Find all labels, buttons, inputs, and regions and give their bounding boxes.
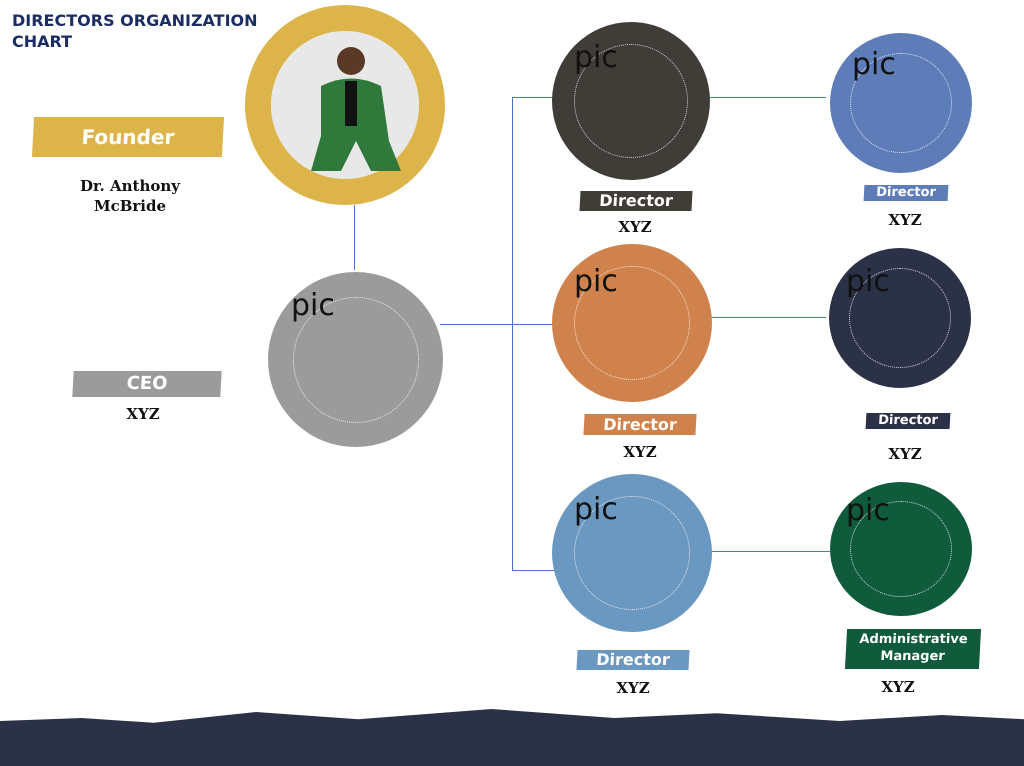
founder-portrait-image — [271, 31, 419, 179]
connector-director-4 — [708, 97, 826, 98]
founder-label: Founder — [31, 117, 225, 157]
founder-name-line-2: McBride — [93, 197, 167, 215]
director-2-name: XYZ — [623, 443, 657, 461]
director-5-pic-text: pic — [846, 264, 890, 299]
director-2-label: Director — [583, 414, 697, 435]
ceo-name: XYZ — [126, 405, 160, 423]
director-2-photo-placeholder — [552, 244, 712, 402]
admin-manager-label: Administrative Manager — [844, 629, 982, 669]
ceo-photo-placeholder — [268, 272, 443, 447]
connector-admin-manager — [712, 551, 830, 552]
connector-director-3 — [512, 570, 557, 571]
director-3-label: Director — [576, 650, 690, 670]
founder-name-line-1: Dr. Anthony — [80, 177, 180, 195]
footer-brush-band — [0, 709, 1024, 766]
page-title: DIRECTORS ORGANIZATION CHART — [12, 10, 258, 52]
connector-director-2 — [512, 324, 557, 325]
director-5-photo-placeholder — [829, 248, 971, 388]
director-4-name: XYZ — [888, 211, 922, 229]
title-line-2: CHART — [12, 32, 73, 51]
connector-director-5 — [708, 317, 826, 318]
director-3-pic-text: pic — [574, 492, 618, 527]
director-4-photo-placeholder — [830, 33, 972, 173]
admin-manager-label-line-2: Manager — [880, 649, 946, 664]
connector-founder-ceo — [354, 205, 355, 270]
director-3-photo-placeholder — [552, 474, 712, 632]
director-5-name: XYZ — [888, 445, 922, 463]
admin-manager-name: XYZ — [881, 678, 915, 696]
director-4-pic-text: pic — [852, 47, 896, 82]
director-3-name: XYZ — [616, 679, 650, 697]
director-4-label: Director — [863, 185, 949, 201]
director-2-pic-text: pic — [574, 264, 618, 299]
admin-manager-photo-placeholder — [830, 482, 972, 616]
director-1-pic-text: pic — [574, 40, 618, 75]
director-1-name: XYZ — [618, 218, 652, 236]
director-5-label: Director — [865, 413, 951, 429]
director-1-photo-placeholder — [552, 22, 710, 180]
connector-vertical — [512, 97, 513, 571]
admin-manager-label-line-1: Administrative — [859, 632, 968, 647]
director-1-label: Director — [579, 191, 693, 211]
connector-director-1 — [512, 97, 557, 98]
founder-name: Dr. Anthony McBride — [50, 176, 210, 216]
ceo-pic-text: pic — [291, 288, 335, 323]
admin-manager-pic-text: pic — [846, 493, 890, 528]
ceo-label: CEO — [72, 371, 222, 397]
connector-ceo-directors — [440, 324, 512, 325]
founder-photo — [245, 5, 445, 205]
title-line-1: DIRECTORS ORGANIZATION — [12, 11, 258, 30]
